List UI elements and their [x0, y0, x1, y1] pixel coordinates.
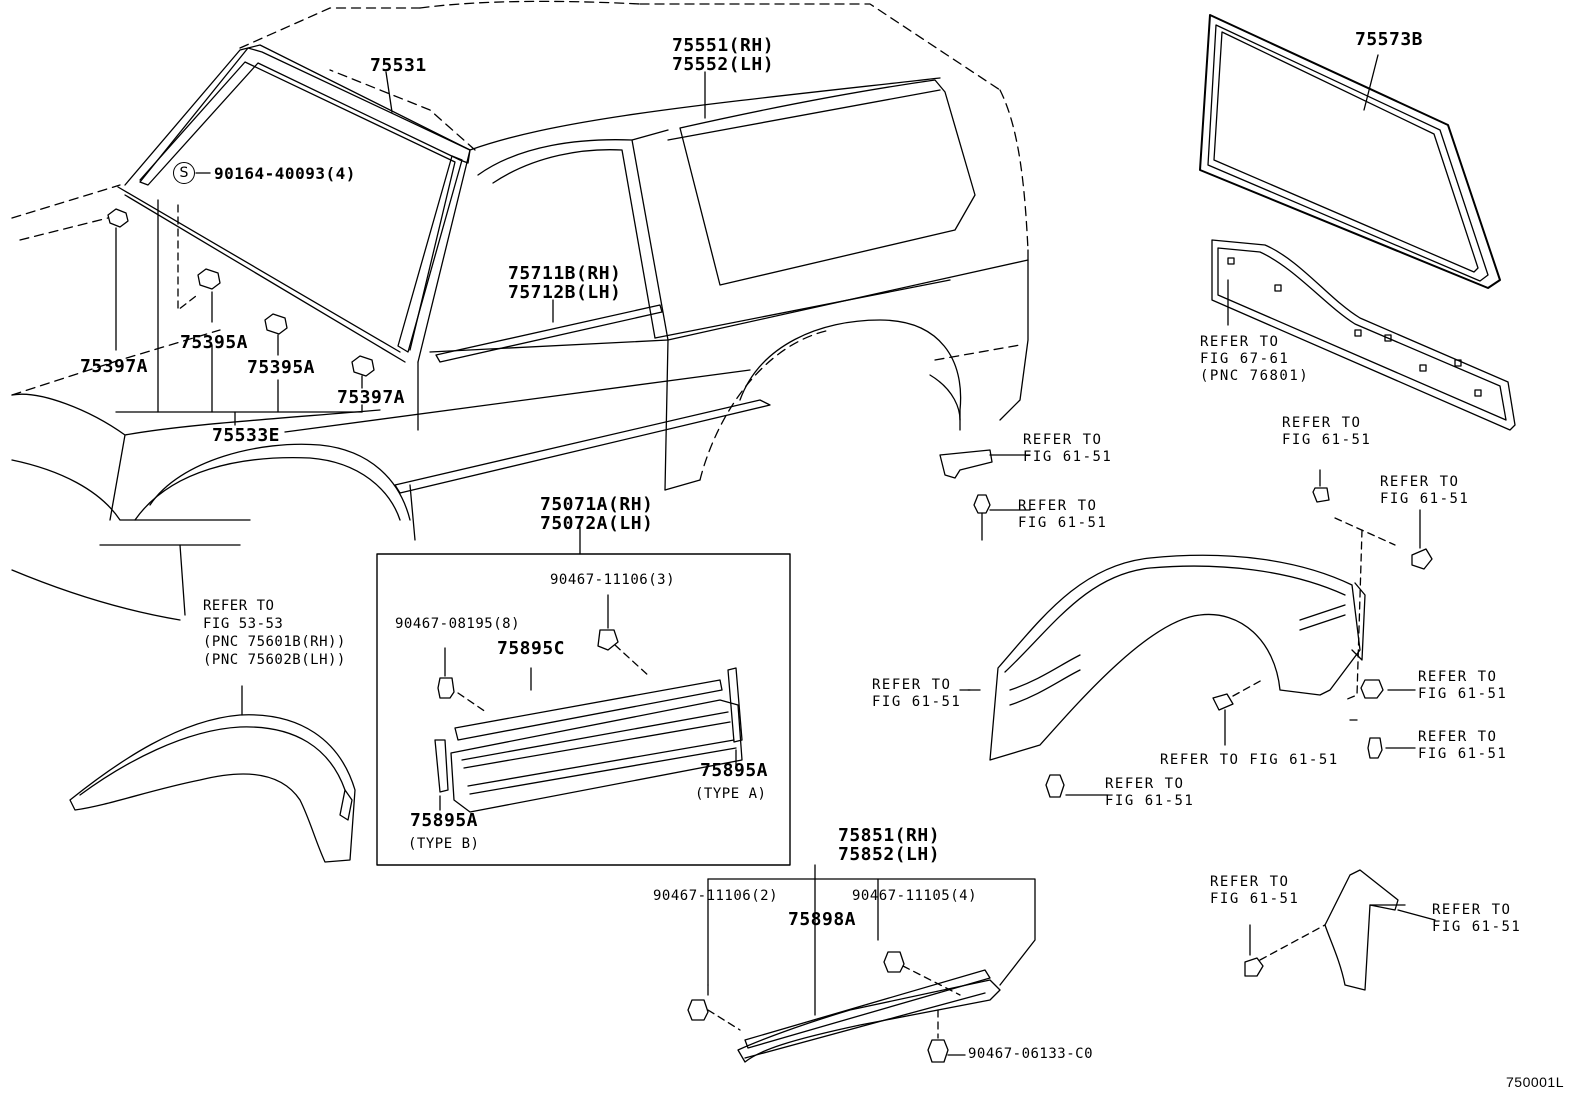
label-75573b: 75573B: [1355, 29, 1424, 50]
label-90467-08195: 90467-08195(8): [395, 616, 521, 632]
label-75551-rh: 75551(RH): [672, 35, 775, 56]
label-75711b-rh: 75711B(RH): [508, 263, 622, 284]
ref-flare-right-a: REFER TO FIG 61-51: [1418, 669, 1508, 702]
label-75851: 75851(RH) 75852(LH): [838, 826, 940, 864]
ref-flare-mid: REFER TO FIG 61-51: [1160, 752, 1339, 768]
vehicle-body-outline: [11, 0, 1029, 621]
label-type-a: (TYPE A): [695, 786, 767, 802]
label-90164-40093: 90164-40093(4): [214, 164, 356, 183]
ref-mud-flap: REFER TO FIG 61-51: [1432, 902, 1522, 935]
ref-back-glass: REFER TO FIG 67-61 (PNC 76801): [1200, 334, 1310, 384]
label-75531: 75531: [370, 55, 427, 76]
label-75071a-rh: 75071A(RH): [540, 494, 654, 515]
label-75711b: 75711B(RH) 75712B(LH): [508, 264, 621, 302]
ref-flare-left: REFER TO FIG 61-51: [872, 677, 962, 710]
ref-front-fender: REFER TO FIG 53-53 (PNC 75601B(RH)) (PNC…: [203, 598, 346, 668]
label-75551: 75551(RH) 75552(LH): [672, 36, 774, 74]
rear-fender-flare-group: [939, 449, 1433, 798]
label-75895a-type-b: 75895A: [410, 810, 479, 831]
label-90467-11106-3: 90467-11106(3): [550, 572, 676, 588]
label-75071a: 75071A(RH) 75072A(LH): [540, 495, 653, 533]
label-90467-11106-2: 90467-11106(2): [653, 888, 779, 904]
label-type-b: (TYPE B): [408, 836, 480, 852]
label-90467-06133: 90467-06133-C0: [968, 1046, 1094, 1062]
label-75852-lh: 75852(LH): [838, 844, 941, 865]
s-mark-icon: S: [173, 162, 195, 184]
front-fender-flare: [69, 685, 356, 863]
label-75898a: 75898A: [788, 909, 857, 930]
label-75533e: 75533E: [212, 425, 281, 446]
label-75072a-lh: 75072A(LH): [540, 513, 654, 534]
label-75895c: 75895C: [497, 638, 566, 659]
label-75895a-type-a: 75895A: [700, 760, 769, 781]
ref-flare-clip: REFER TO FIG 61-51: [1105, 776, 1195, 809]
mud-flap: [1244, 869, 1436, 991]
ref-bracket-a: REFER TO FIG 61-51: [1023, 432, 1113, 465]
ref-rear-top-bolt: REFER TO FIG 61-51: [1380, 474, 1470, 507]
ref-bracket-b: REFER TO FIG 61-51: [1018, 498, 1108, 531]
label-75395a-2: 75395A: [247, 357, 316, 378]
label-75712b-lh: 75712B(LH): [508, 282, 622, 303]
ref-rear-top: REFER TO FIG 61-51: [1282, 415, 1372, 448]
label-75397a-2: 75397A: [337, 387, 406, 408]
diagram-id: 750001L: [1506, 1074, 1565, 1090]
label-75552-lh: 75552(LH): [672, 54, 775, 75]
rocker-molding-group: [687, 864, 1036, 1063]
label-75851-rh: 75851(RH): [838, 825, 941, 846]
back-glass-gasket: [1199, 14, 1516, 431]
label-75395a-1: 75395A: [180, 332, 249, 353]
label-90467-11105: 90467-11105(4): [852, 888, 978, 904]
windshield-molding-parts: [107, 47, 706, 426]
side-protector-box: [376, 526, 791, 866]
label-75397a-1: 75397A: [80, 356, 149, 377]
ref-mud-bolt: REFER TO FIG 61-51: [1210, 874, 1300, 907]
ref-flare-right-b: REFER TO FIG 61-51: [1418, 729, 1508, 762]
